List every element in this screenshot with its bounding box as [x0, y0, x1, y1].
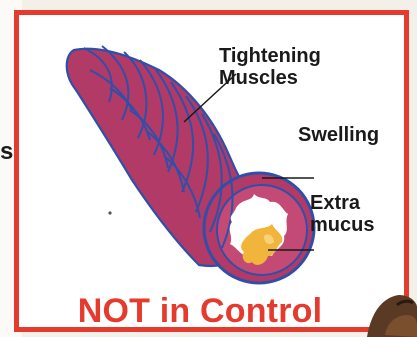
tightening-line2: Muscles	[219, 67, 298, 89]
extra-line1: Extra	[310, 192, 360, 214]
swelling-label: Swelling	[298, 124, 379, 146]
extra-line2: mucus	[310, 214, 374, 236]
tightening-line1: Tightening	[219, 45, 321, 67]
left-cut-text: s	[0, 138, 13, 166]
airway-diagram	[14, 10, 409, 332]
not-in-control-caption: NOT in Control	[40, 293, 360, 329]
tightening-muscles-label: Tightening Muscles	[219, 45, 339, 89]
extra-mucus-label: Extra mucus	[310, 192, 402, 236]
person-partial-image	[357, 267, 417, 337]
dot-mark	[108, 211, 111, 214]
